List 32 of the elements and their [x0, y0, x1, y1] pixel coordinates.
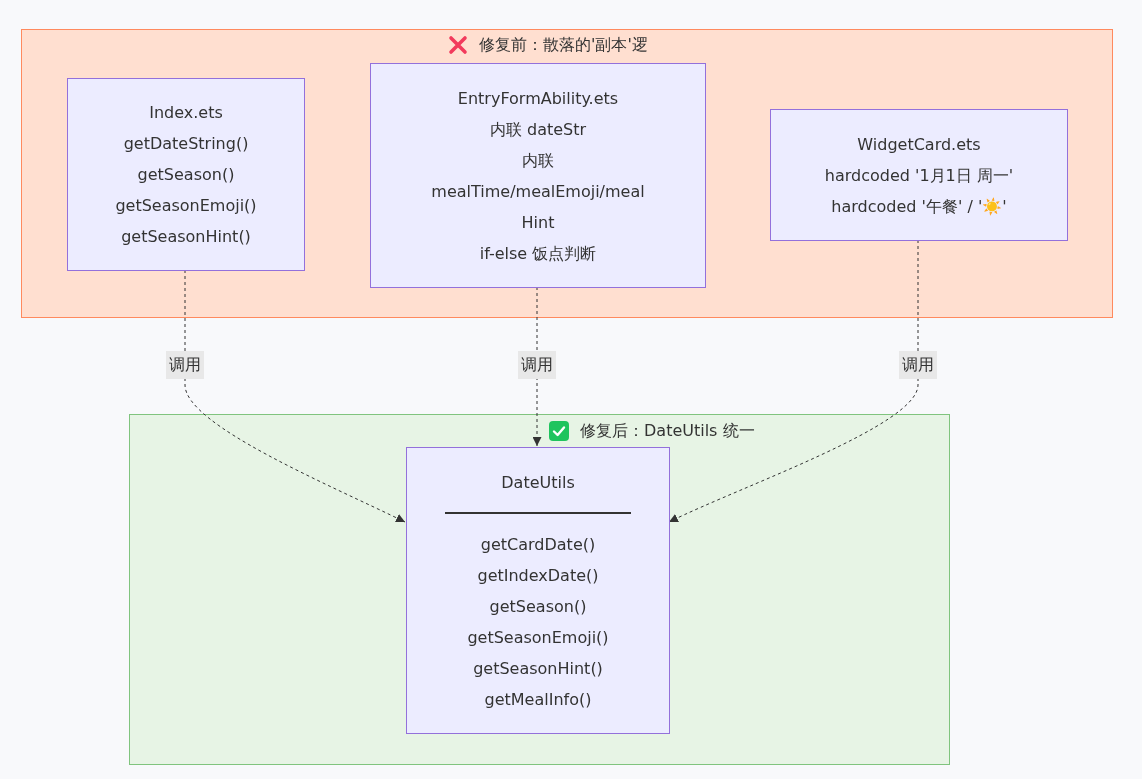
node-text: getMealInfo(): [484, 688, 592, 711]
process-box: [67, 78, 305, 271]
edge-label: 调用: [166, 351, 204, 379]
node-text: getSeason(): [489, 595, 587, 618]
node-title: WidgetCard.ets: [857, 133, 981, 156]
node-text: hardcoded '午餐' / '☀': [831, 195, 1007, 218]
node-text: getIndexDate(): [477, 564, 599, 587]
node-text: getSeasonHint(): [473, 657, 603, 680]
group-title: 修复前：散落的'副本'逻: [479, 34, 648, 56]
node-text: getSeasonEmoji(): [115, 195, 257, 217]
node-text: getSeasonHint(): [121, 226, 251, 248]
group-panel: [129, 414, 950, 765]
process-box: [406, 447, 670, 734]
node-title: DateUtils: [501, 471, 575, 494]
node-text: getSeasonEmoji(): [467, 626, 609, 649]
node-text: 内联 dateStr: [489, 118, 587, 141]
edge-label: 调用: [899, 351, 937, 379]
group-panel: [21, 29, 1113, 318]
edge-label: 调用: [518, 351, 556, 379]
node-text: getDateString(): [123, 133, 249, 155]
dotted-arrow: [532, 286, 542, 447]
node-text: getSeason(): [137, 164, 235, 186]
dotted-arrow: [668, 239, 919, 523]
node-text: hardcoded '1月1日 周一': [824, 164, 1014, 187]
group-title: 修复后：DateUtils 统一: [580, 420, 755, 442]
node-text: getCardDate(): [480, 533, 596, 556]
node-title: EntryFormAbility.ets: [457, 87, 619, 110]
process-box: [370, 63, 706, 288]
dotted-arrow: [184, 269, 406, 523]
node-title: Index.ets: [149, 102, 223, 124]
process-box: [770, 109, 1068, 241]
node-text: if-else 饭点判断: [479, 242, 597, 265]
